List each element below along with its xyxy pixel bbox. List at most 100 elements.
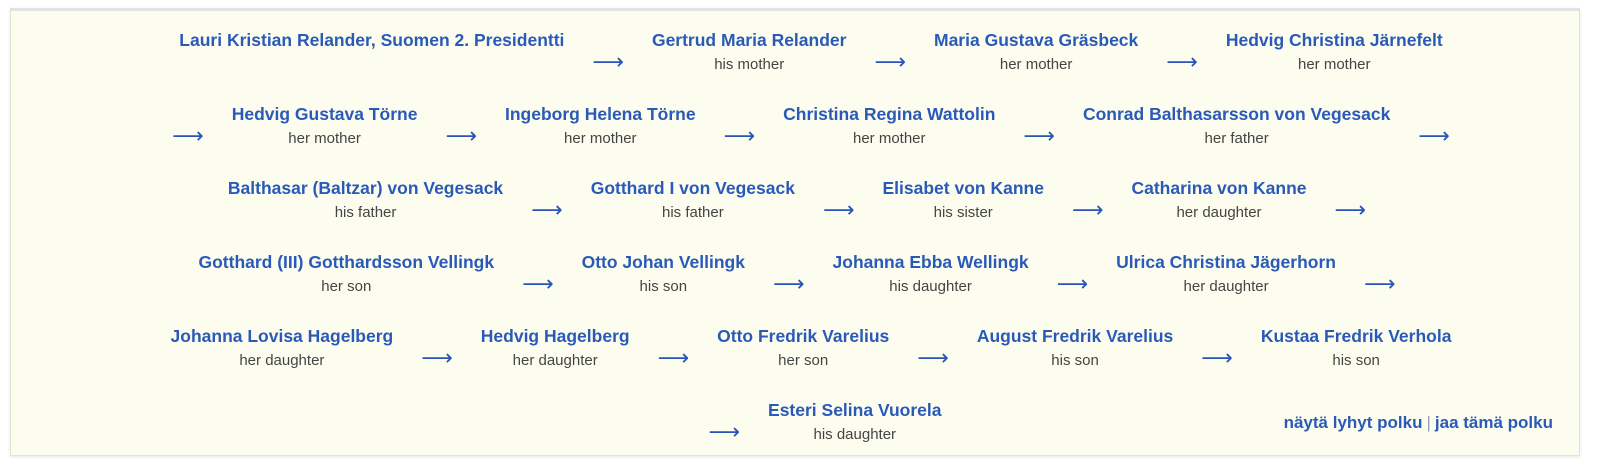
arrow-right-icon: ⟶	[1334, 198, 1367, 223]
relation-label: her mother	[288, 130, 361, 147]
person-entry: Johanna Ebba Wellingk his daughter	[833, 251, 1029, 297]
relation-label: his son	[639, 278, 688, 295]
relation-label: his mother	[714, 56, 785, 73]
person-entry: Otto Fredrik Varelius her son	[717, 325, 889, 371]
person-name-link[interactable]: Hedvig Gustava Törne	[231, 104, 418, 124]
person-entry: Ingeborg Helena Törne her mother	[505, 103, 696, 149]
path-step: ⟶ Hedvig Gustava Törne her mother	[144, 103, 417, 153]
person-name-link[interactable]: Gotthard (III) Gotthardsson Vellingk	[198, 252, 495, 272]
person-name-link[interactable]: August Fredrik Varelius	[976, 326, 1174, 346]
path-step: ⟶ Otto Johan Vellingk his son	[494, 251, 745, 301]
arrow-right-icon: ⟶	[1071, 198, 1104, 223]
person-name-link[interactable]: Otto Fredrik Varelius	[717, 326, 890, 346]
person-entry: Kustaa Fredrik Verhola his son	[1261, 325, 1452, 371]
person-name-link[interactable]: Christina Regina Wattolin	[783, 104, 996, 124]
arrow-right-icon: ⟶	[421, 346, 453, 371]
path-step: ⟶ Elisabet von Kanne his sister	[795, 177, 1044, 227]
arrow-right-icon: ⟶	[1418, 124, 1450, 149]
relation-label: her son	[778, 352, 829, 369]
person-entry: Esteri Selina Vuorela his daughter	[768, 399, 941, 445]
person-entry: Conrad Balthasarsson von Vegesack her fat…	[1083, 103, 1390, 149]
person-entry: Lauri Kristian Relander, Suomen 2. Presi…	[179, 29, 564, 55]
person-name-link[interactable]: Johanna Lovisa Hagelberg	[170, 326, 394, 346]
path-step: ⟶ Gotthard I von Vegesack his father	[503, 177, 795, 227]
relationship-chain: Lauri Kristian Relander, Suomen 2. Presi…	[121, 29, 1501, 449]
show-short-path-link[interactable]: näytä lyhyt polku	[1283, 413, 1423, 432]
path-step: ⟶ Catharina von Kanne her daughter ⟶	[1044, 177, 1394, 227]
path-step: ⟶ Maria Gustava Gräsbeck her mother	[846, 29, 1138, 79]
arrow-right-icon: ⟶	[1201, 346, 1233, 371]
arrow-right-icon: ⟶	[531, 198, 563, 223]
arrow-right-icon: ⟶	[445, 124, 477, 149]
relationship-path-panel: Lauri Kristian Relander, Suomen 2. Presi…	[10, 8, 1580, 456]
person-name-link[interactable]: Ulrica Christina Jägerhorn	[1116, 252, 1336, 272]
path-step: Lauri Kristian Relander, Suomen 2. Presi…	[179, 29, 564, 79]
path-step: Gotthard (III) Gotthardsson Vellingk her …	[198, 251, 494, 301]
person-entry: Otto Johan Vellingk his son	[582, 251, 745, 297]
arrow-right-icon: ⟶	[1166, 50, 1198, 75]
person-entry: August Fredrik Varelius his son	[977, 325, 1173, 371]
person-name-link[interactable]: Lauri Kristian Relander, Suomen 2. Presi…	[179, 30, 565, 50]
person-entry: Hedvig Christina Järnefelt her mother	[1226, 29, 1443, 75]
path-step: ⟶ Conrad Balthasarsson von Vegesack her fa…	[995, 103, 1477, 153]
person-name-link[interactable]: Gertrud Maria Relander	[651, 30, 847, 50]
relation-label: her daughter	[1176, 204, 1262, 221]
path-step: ⟶ Esteri Selina Vuorela his daughter	[680, 399, 941, 449]
person-name-link[interactable]: Hedvig Christina Järnefelt	[1225, 30, 1443, 50]
actions-separator: |	[1426, 413, 1431, 432]
arrow-right-icon: ⟶	[1363, 272, 1396, 297]
person-name-link[interactable]: Johanna Ebba Wellingk	[832, 252, 1029, 272]
relation-label: her mother	[999, 56, 1073, 73]
person-name-link[interactable]: Balthasar (Baltzar) von Vegesack	[227, 178, 504, 198]
relation-label: her mother	[1297, 56, 1371, 73]
person-name-link[interactable]: Elisabet von Kanne	[882, 178, 1044, 198]
person-name-link[interactable]: Gotthard I von Vegesack	[590, 178, 795, 198]
path-step: ⟶ Hedvig Christina Järnefelt her mother	[1138, 29, 1442, 79]
relation-label: her father	[1204, 130, 1269, 147]
person-name-link[interactable]: Hedvig Hagelberg	[480, 326, 630, 346]
person-name-link[interactable]: Kustaa Fredrik Verhola	[1260, 326, 1452, 346]
person-entry: Gotthard (III) Gotthardsson Vellingk her …	[198, 251, 494, 297]
person-name-link[interactable]: Esteri Selina Vuorela	[768, 400, 942, 420]
relation-label: his son	[1332, 352, 1380, 369]
share-path-link[interactable]: jaa tämä polku	[1434, 413, 1553, 432]
person-entry: Ulrica Christina Jägerhorn her daughter	[1116, 251, 1336, 297]
relation-label: his sister	[933, 204, 993, 221]
person-entry: Balthasar (Baltzar) von Vegesack his fath…	[228, 177, 503, 223]
relation-label: her mother	[852, 130, 926, 147]
person-entry: Gotthard I von Vegesack his father	[591, 177, 795, 223]
relation-label: his son	[1051, 352, 1099, 369]
person-name-link[interactable]: Ingeborg Helena Törne	[505, 104, 696, 124]
path-step: ⟶ August Fredrik Varelius his son	[889, 325, 1173, 375]
person-name-link[interactable]: Catharina von Kanne	[1131, 178, 1307, 198]
relation-label: his father	[661, 204, 724, 221]
path-step: Johanna Lovisa Hagelberg her daughter	[171, 325, 394, 375]
arrow-right-icon: ⟶	[917, 346, 949, 371]
path-step: ⟶ Ingeborg Helena Törne her mother	[417, 103, 695, 153]
relation-label: his father	[334, 204, 397, 221]
relation-label: her daughter	[239, 352, 325, 369]
relation-label: her daughter	[1183, 278, 1269, 295]
path-step: Balthasar (Baltzar) von Vegesack his fath…	[228, 177, 503, 227]
relation-label: his daughter	[889, 278, 972, 295]
arrow-right-icon: ⟶	[172, 124, 204, 149]
person-name-link[interactable]: Maria Gustava Gräsbeck	[934, 30, 1139, 50]
relation-label: her mother	[564, 130, 637, 147]
arrow-right-icon: ⟶	[522, 272, 554, 297]
person-entry: Johanna Lovisa Hagelberg her daughter	[171, 325, 394, 371]
arrow-right-icon: ⟶	[1056, 272, 1089, 297]
relation-label: his daughter	[813, 426, 897, 443]
person-entry: Catharina von Kanne her daughter	[1131, 177, 1306, 223]
person-name-link[interactable]: Conrad Balthasarsson von Vegesack	[1082, 104, 1391, 124]
path-step: ⟶ Ulrica Christina Jägerhorn her daughter ⟶	[1029, 251, 1424, 301]
arrow-right-icon: ⟶	[874, 50, 906, 75]
arrow-right-icon: ⟶	[708, 420, 741, 445]
relation-label: her son	[321, 278, 372, 295]
arrow-right-icon: ⟶	[822, 198, 855, 223]
arrow-right-icon: ⟶	[1023, 124, 1055, 149]
person-entry: Elisabet von Kanne his sister	[883, 177, 1044, 223]
person-name-link[interactable]: Otto Johan Vellingk	[581, 252, 745, 272]
